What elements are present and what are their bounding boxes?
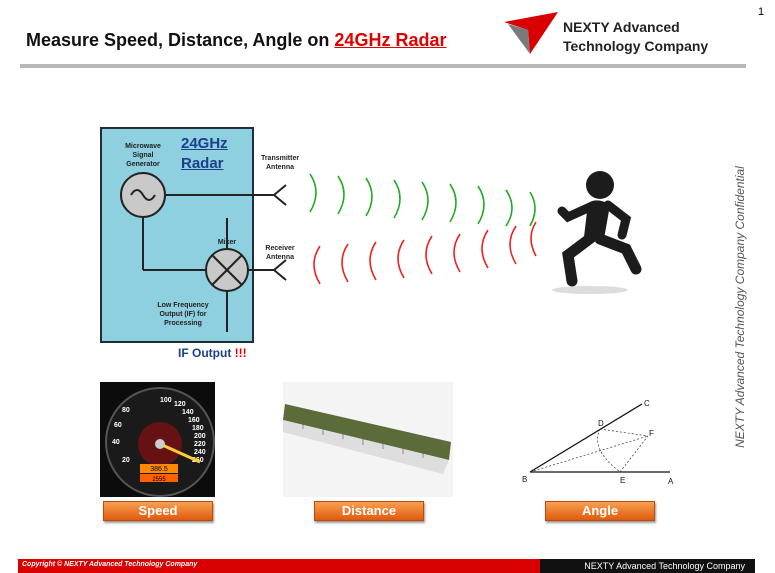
ruler-image	[283, 382, 453, 497]
footer-company: NEXTY Advanced Technology Company	[540, 559, 755, 573]
if-processing-label: Low Frequency Output (IF) for Processing	[150, 301, 216, 328]
if-output-text: IF Output	[178, 346, 235, 360]
tick-label: 220	[194, 441, 206, 448]
tick-label: 140	[182, 409, 194, 416]
tick-label: 240	[194, 449, 206, 456]
tick-label: 20	[122, 457, 130, 464]
tick-label: 40	[112, 439, 120, 446]
radar-title: 24GHz Radar	[181, 134, 228, 174]
angle-diagram: B A C D E F	[520, 392, 690, 492]
angle-label-f: F	[649, 429, 654, 438]
angle-label-a: A	[668, 477, 674, 486]
if-output-exclaim: !!!	[235, 346, 247, 360]
tick-label: 200	[194, 433, 206, 440]
tick-label: 60	[114, 422, 122, 429]
tick-label: 80	[122, 407, 130, 414]
angle-label-c: C	[644, 399, 650, 408]
running-person-icon	[540, 165, 650, 295]
receiver-antenna-label: Receiver Antenna	[258, 244, 302, 262]
angle-label-b: B	[522, 475, 527, 484]
speedometer-image: 20 40 60 80 100 120 140 160 180 200 220 …	[100, 382, 215, 497]
mixer-label: Mixer	[211, 238, 243, 247]
angle-label-d: D	[598, 419, 604, 428]
tick-label: 120	[174, 401, 186, 408]
angle-button[interactable]: Angle	[545, 501, 655, 521]
speed-button[interactable]: Speed	[103, 501, 213, 521]
tick-label: 100	[160, 397, 172, 404]
distance-button[interactable]: Distance	[314, 501, 424, 521]
transmitter-antenna-label: Transmitter Antenna	[258, 154, 302, 172]
trip-value: 2555	[152, 477, 166, 483]
receive-waves	[314, 222, 536, 284]
angle-label-e: E	[620, 476, 625, 485]
tick-label: 160	[188, 417, 200, 424]
footer-copyright: Copyright © NEXTY Advanced Technology Co…	[22, 561, 197, 568]
radar-title-line-1: 24GHz	[181, 134, 228, 154]
radar-title-line-2: Radar	[181, 154, 228, 174]
radar-waves	[300, 170, 550, 290]
tick-label: 180	[192, 425, 204, 432]
generator-label: Microwave Signal Generator	[117, 142, 169, 169]
if-output-label: IF Output !!!	[178, 346, 247, 360]
transmit-waves	[310, 174, 535, 226]
odometer-value: 386.5	[150, 466, 168, 473]
